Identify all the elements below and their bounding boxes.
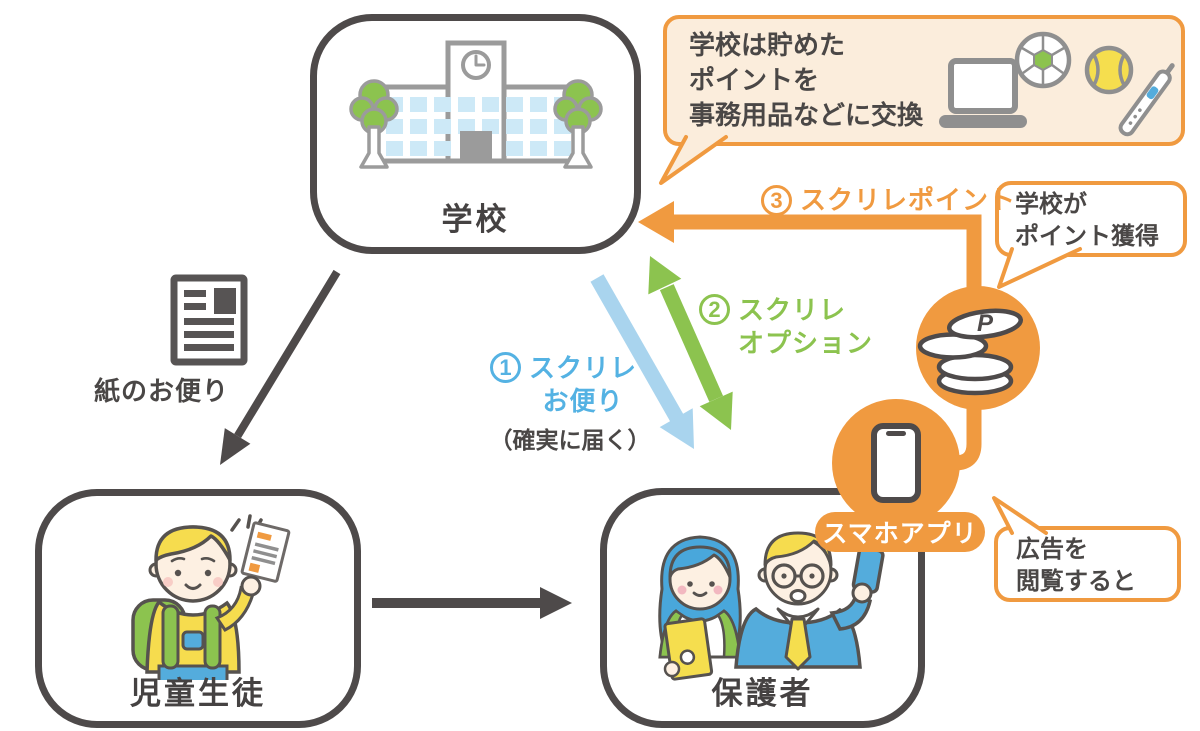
tennis-ball-icon [1084, 45, 1134, 95]
exchange-line2: ポイントを [689, 65, 820, 95]
exchange-line1: 学校は貯めた [689, 30, 846, 60]
pocket [181, 630, 205, 651]
earn-line2: ポイント獲得 [1015, 223, 1159, 250]
exchange-line3: 事務用品などに交換 [689, 100, 924, 130]
paper-letter-label: 紙のお便り [94, 376, 230, 406]
okayori-line2: お便り [542, 386, 624, 416]
students-label: 児童生徒 [130, 676, 266, 711]
parents-node: 保護者 [600, 488, 925, 728]
letter-paper-icon [240, 521, 291, 583]
ads-line2: 閲覧すると [1016, 568, 1136, 595]
hair [154, 525, 232, 562]
parents-label: 保護者 [711, 676, 814, 711]
parents-illustration [657, 531, 890, 681]
exchange-bubble: 学校は貯めた ポイントを 事務用品などに交換 [663, 15, 1185, 146]
student-illustration [131, 514, 291, 680]
earn-bubble: 学校が ポイント獲得 [995, 181, 1187, 257]
tree-icon [552, 79, 603, 169]
option-line2: オプション [738, 328, 874, 358]
smartphone-app-badge: スマホアプリ [815, 512, 985, 552]
earn-line1: 学校が [1015, 191, 1087, 218]
points-label: スクリレポイント [800, 185, 1017, 215]
necktie [784, 617, 811, 671]
coin-stack-icon [917, 308, 1024, 396]
flow-okayori-label: 1 スクリレ お便り [490, 352, 637, 418]
father-arm [828, 592, 872, 631]
laptop-icon [939, 58, 1027, 128]
option-line1: スクリレ [738, 295, 847, 325]
smartphone-icon [871, 423, 921, 503]
ads-bubble: 広告を 閲覧すると [994, 526, 1181, 602]
okayori-line1: スクリレ [529, 353, 638, 383]
hand [240, 575, 262, 597]
soccer-ball-icon [1014, 31, 1072, 89]
recorder-icon [1118, 63, 1175, 137]
paper-letter-icon [170, 274, 248, 366]
school-building-icon [348, 40, 603, 169]
number-2-circle: 2 [699, 294, 730, 325]
flow-option-label: 2 スクリレ オプション [699, 294, 873, 360]
glasses-icon [770, 563, 825, 589]
flow-points-label: 3 スクリレポイント [761, 184, 1016, 217]
coin-p-letter: P [977, 310, 994, 337]
school-label: 学校 [441, 202, 510, 237]
number-1-circle: 1 [490, 352, 521, 383]
open-mouth [789, 589, 806, 603]
coins-circle: P [916, 286, 1040, 410]
arrow-students-to-parents [372, 587, 572, 619]
students-node: 児童生徒 [35, 489, 361, 728]
reward-items-icons [939, 31, 1175, 137]
tree-icon [348, 79, 399, 169]
pants [157, 664, 229, 680]
number-3-circle: 3 [761, 185, 792, 216]
school-node: 学校 [310, 14, 641, 254]
okayori-note: （確実に届く） [489, 427, 651, 453]
ads-line1: 広告を [1016, 536, 1088, 563]
door [459, 131, 492, 161]
